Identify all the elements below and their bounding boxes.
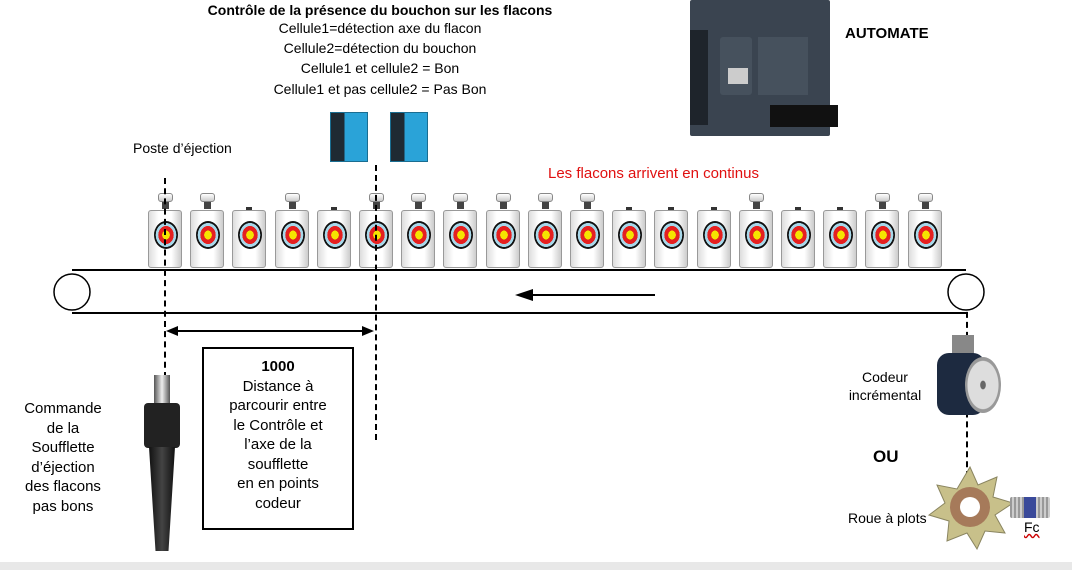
target-label-icon — [533, 221, 558, 249]
control-line-3: Cellule1 et cellule2 = Bon — [300, 60, 460, 76]
bottom-bar — [0, 562, 1072, 570]
blower-label-1: Commande — [24, 400, 102, 417]
cap-icon — [580, 193, 595, 202]
control-line-4: Cellule1 et pas cellule2 = Pas Bon — [273, 81, 487, 97]
bottle-capped — [906, 193, 944, 269]
blower-label-6: pas bons — [32, 497, 94, 515]
bottle-capped — [484, 193, 522, 269]
cap-icon — [411, 193, 427, 202]
bottle-uncapped — [230, 193, 268, 269]
target-label-icon — [238, 221, 263, 249]
distance-text-7: codeur — [255, 494, 301, 512]
target-label-icon — [196, 221, 221, 249]
bottle-capped — [188, 193, 226, 269]
target-label-icon — [576, 221, 600, 249]
distance-text-4: l’axe de la — [244, 436, 312, 453]
blower-label-4: d’éjection — [31, 458, 95, 476]
bottle-capped — [863, 193, 901, 269]
plc-icon — [690, 0, 838, 136]
bottle-capped — [568, 193, 606, 269]
cap-icon — [537, 193, 553, 202]
or-label: OU — [873, 447, 899, 466]
flow-note: Les flacons arrivent en continus — [548, 165, 759, 182]
target-label-icon — [913, 221, 938, 249]
target-label-icon — [407, 221, 432, 249]
control-line-1: Cellule1=détection axe du flacon — [278, 20, 482, 36]
target-label-icon — [491, 221, 516, 249]
bottle-uncapped — [821, 193, 859, 269]
target-label-icon — [660, 221, 685, 249]
cap-icon — [917, 193, 933, 202]
cap-icon — [200, 193, 216, 202]
bottle-uncapped — [652, 193, 690, 269]
left-roller — [53, 273, 91, 311]
target-label-icon — [829, 221, 854, 249]
target-label-icon — [871, 221, 896, 249]
blower-label-3: Soufflette — [31, 439, 95, 456]
cap-icon — [875, 193, 891, 202]
bottle-capped — [399, 193, 437, 269]
bottle-capped — [737, 193, 775, 269]
distance-value: 1000 — [261, 358, 295, 375]
photo-cell-2-icon — [390, 112, 428, 162]
target-label-icon — [449, 221, 474, 249]
plc-label: AUTOMATE — [845, 25, 929, 42]
photo-cell-1-icon — [330, 112, 368, 162]
ejection-station-label: Poste d’éjection — [133, 140, 232, 156]
target-label-icon — [322, 221, 347, 249]
bottle-uncapped — [695, 193, 733, 269]
distance-box: 1000 Distance à parcourir entre le Contr… — [202, 347, 354, 530]
control-axis-line — [375, 165, 377, 440]
distance-text-5: soufflette — [247, 455, 309, 473]
control-line-2: Cellule2=détection du bouchon — [283, 40, 477, 56]
blower-nozzle-icon — [140, 375, 185, 553]
distance-text-1: Distance à — [242, 377, 314, 395]
target-label-icon — [280, 221, 305, 249]
bottle-uncapped — [610, 193, 648, 269]
wheel-label: Roue à plots — [848, 510, 927, 526]
bottle-uncapped — [315, 193, 353, 269]
target-label-icon — [618, 221, 643, 249]
blower-label: Commande de la Soufflette d’éjection des… — [8, 399, 118, 516]
bottle-capped — [441, 193, 479, 269]
bottle-capped — [273, 193, 311, 269]
cap-icon — [748, 193, 764, 202]
distance-text-2: parcourir entre — [229, 397, 327, 414]
cap-icon — [453, 193, 469, 202]
encoder-label-2: incrémental — [848, 387, 922, 403]
distance-text-6: en en points — [237, 475, 319, 492]
target-label-icon — [787, 221, 811, 249]
target-label-icon — [154, 221, 178, 249]
distance-text-3: le Contrôle et — [233, 416, 323, 434]
target-label-icon — [744, 221, 769, 249]
blower-label-5: des flacons — [25, 478, 101, 495]
sensor-label: Fc — [1024, 519, 1040, 535]
cap-icon — [284, 193, 300, 202]
ejection-axis-line — [164, 178, 166, 378]
incremental-encoder-icon — [935, 335, 1005, 420]
control-title: Contrôle de la présence du bouchon sur l… — [207, 2, 553, 18]
target-label-icon — [365, 221, 389, 249]
toothed-wheel-icon — [927, 465, 1015, 550]
proximity-sensor-icon — [1010, 497, 1050, 518]
right-roller — [947, 273, 985, 311]
encoder-label-1: Codeur — [862, 369, 908, 385]
blower-label-2: de la — [46, 419, 80, 437]
cap-icon — [495, 193, 511, 202]
bottle-capped — [526, 193, 564, 269]
target-label-icon — [702, 221, 727, 249]
bottle-uncapped — [779, 193, 817, 269]
